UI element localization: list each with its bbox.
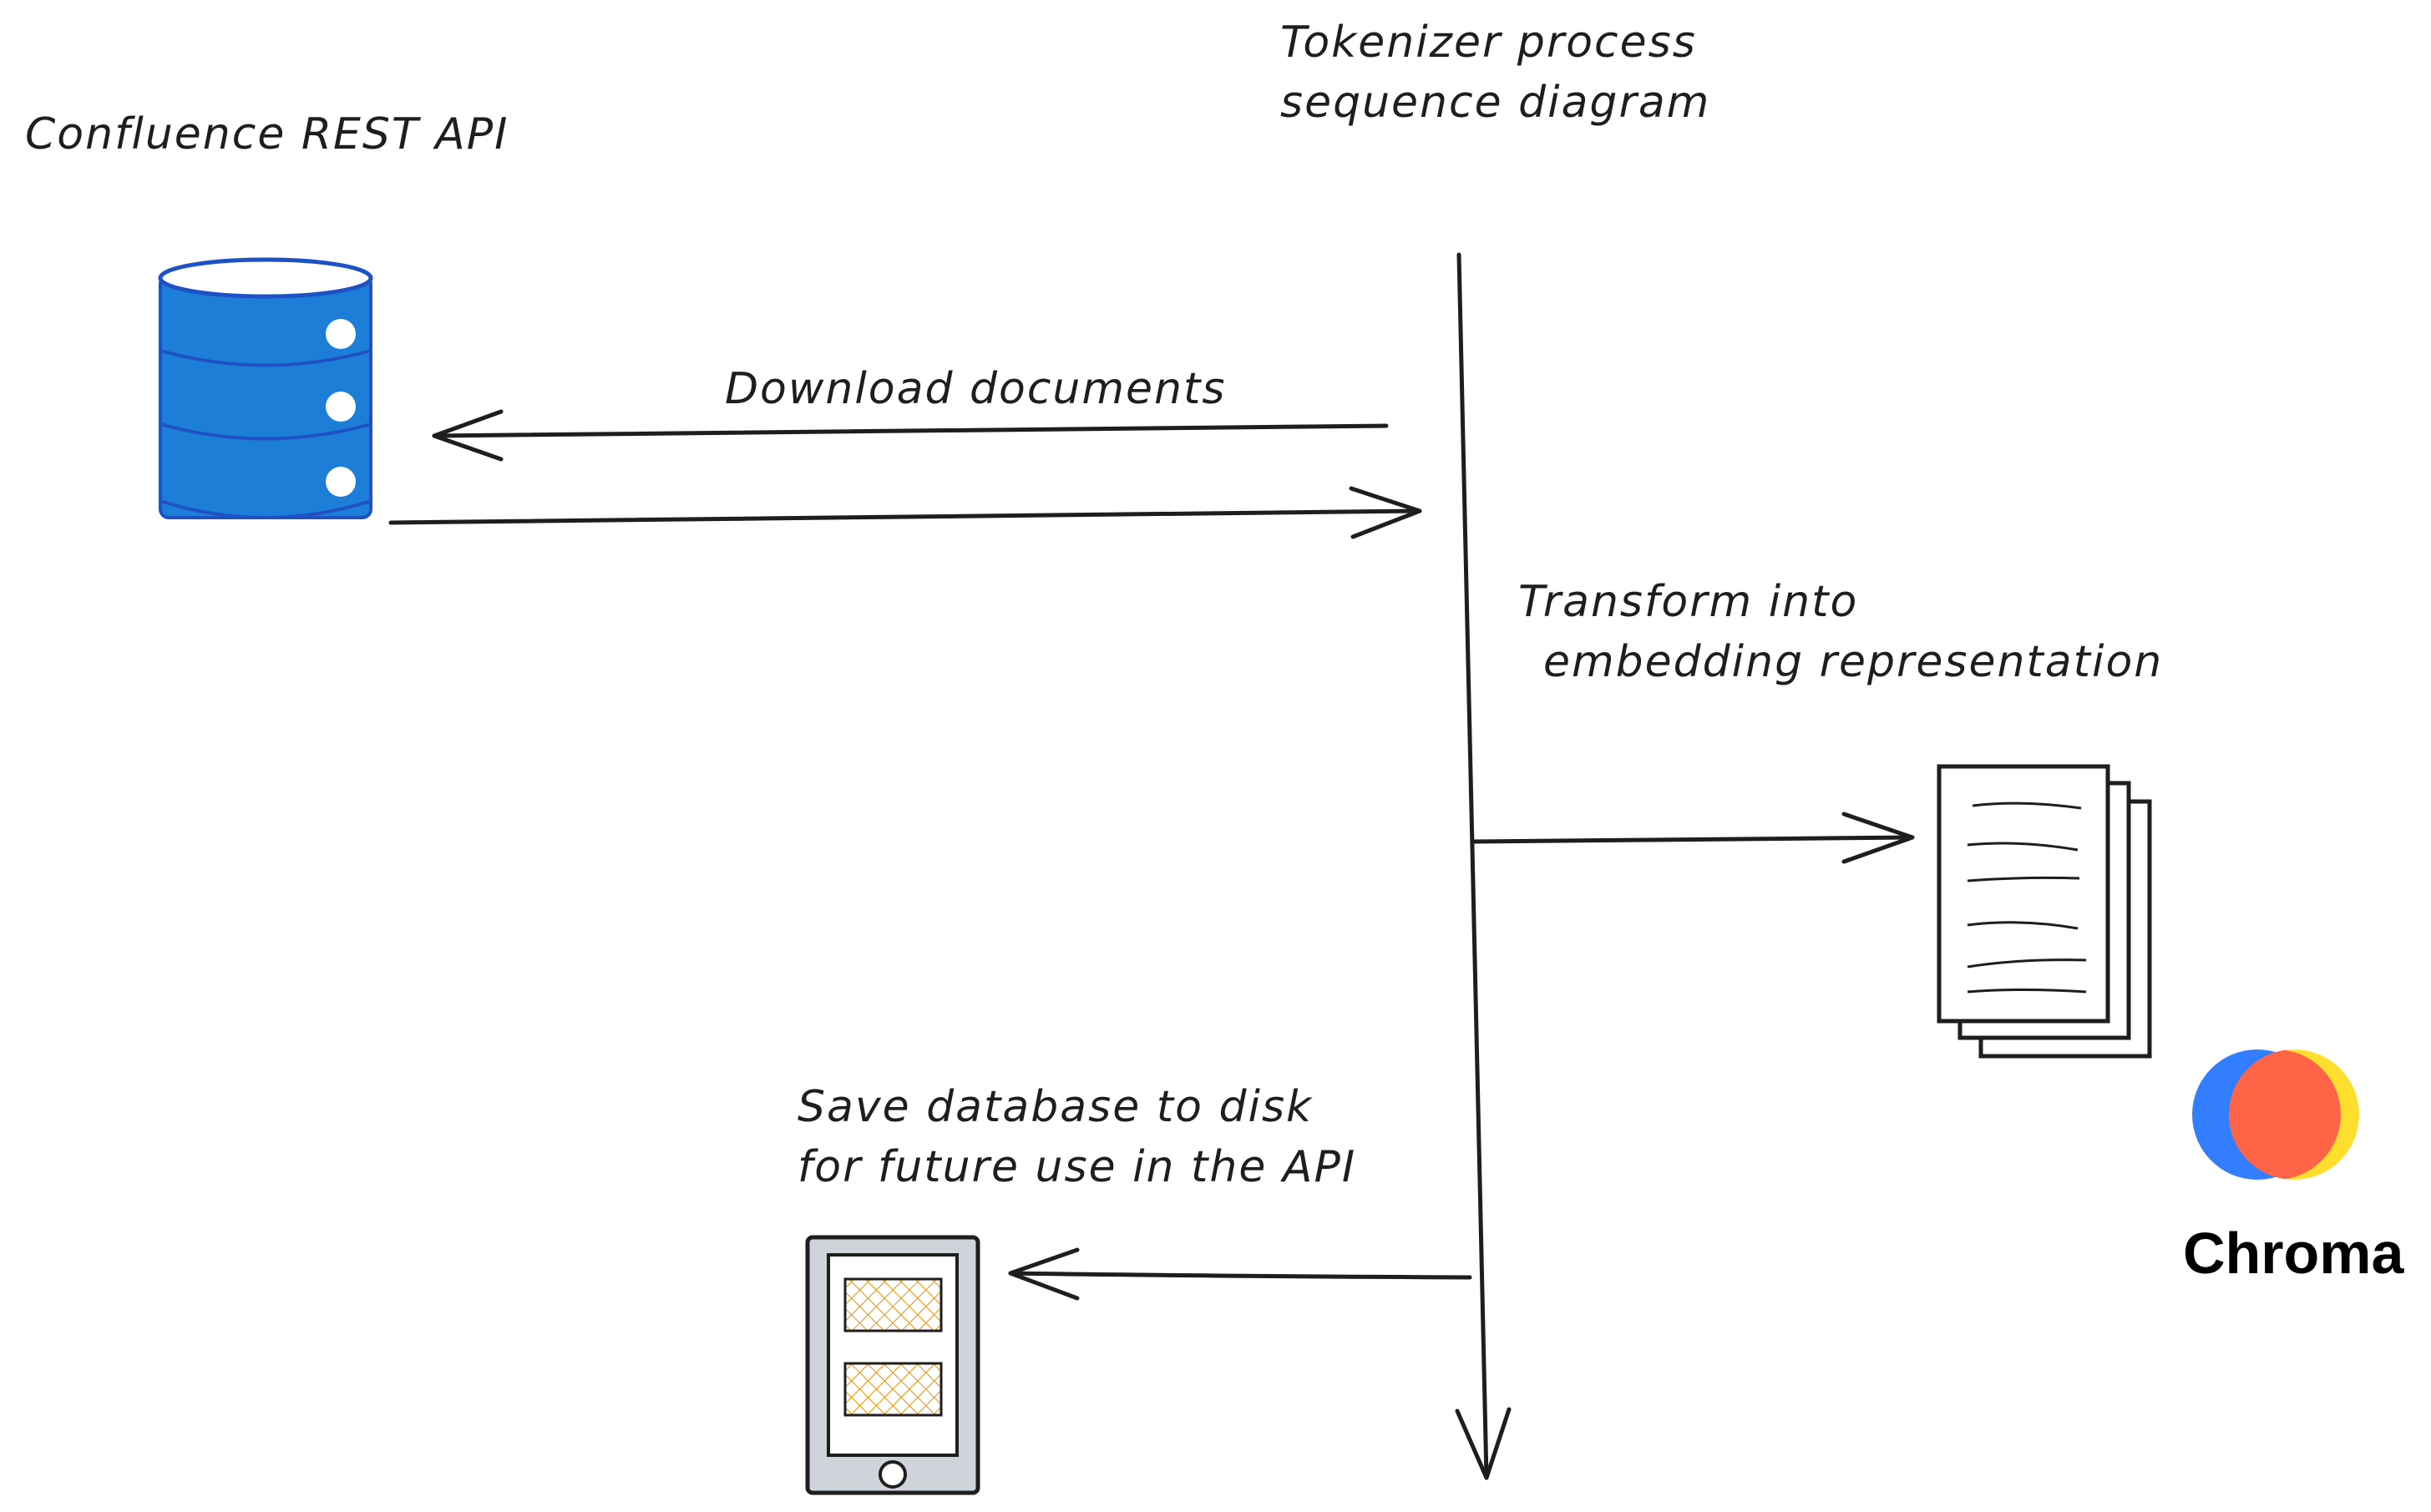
save-label-line2: for future use in the API: [798, 1142, 1356, 1192]
documents-stack-icon: [1937, 764, 2152, 1059]
save-arrow: [1008, 1247, 1472, 1301]
confluence-label: Confluence REST API: [25, 109, 509, 159]
diagram-title-line2: sequence diagram: [1280, 78, 1710, 128]
return-arrow: [388, 486, 1422, 539]
transform-arrow: [1471, 812, 1915, 864]
transform-label-line2: embedding representation: [1543, 637, 2163, 687]
diagram-title-line1: Tokenizer process: [1280, 18, 1697, 68]
save-label-line1: Save database to disk: [798, 1082, 1313, 1132]
download-arrow: [432, 409, 1389, 462]
database-icon: [158, 257, 373, 519]
chroma-logo: [2192, 1049, 2359, 1180]
download-documents-label: Download documents: [725, 364, 1226, 414]
tablet-storage-icon: [805, 1235, 980, 1495]
lifeline-arrow: [1455, 252, 1512, 1480]
transform-label-line1: Transform into: [1518, 577, 1858, 627]
chroma-label: Chroma: [2183, 1221, 2405, 1286]
